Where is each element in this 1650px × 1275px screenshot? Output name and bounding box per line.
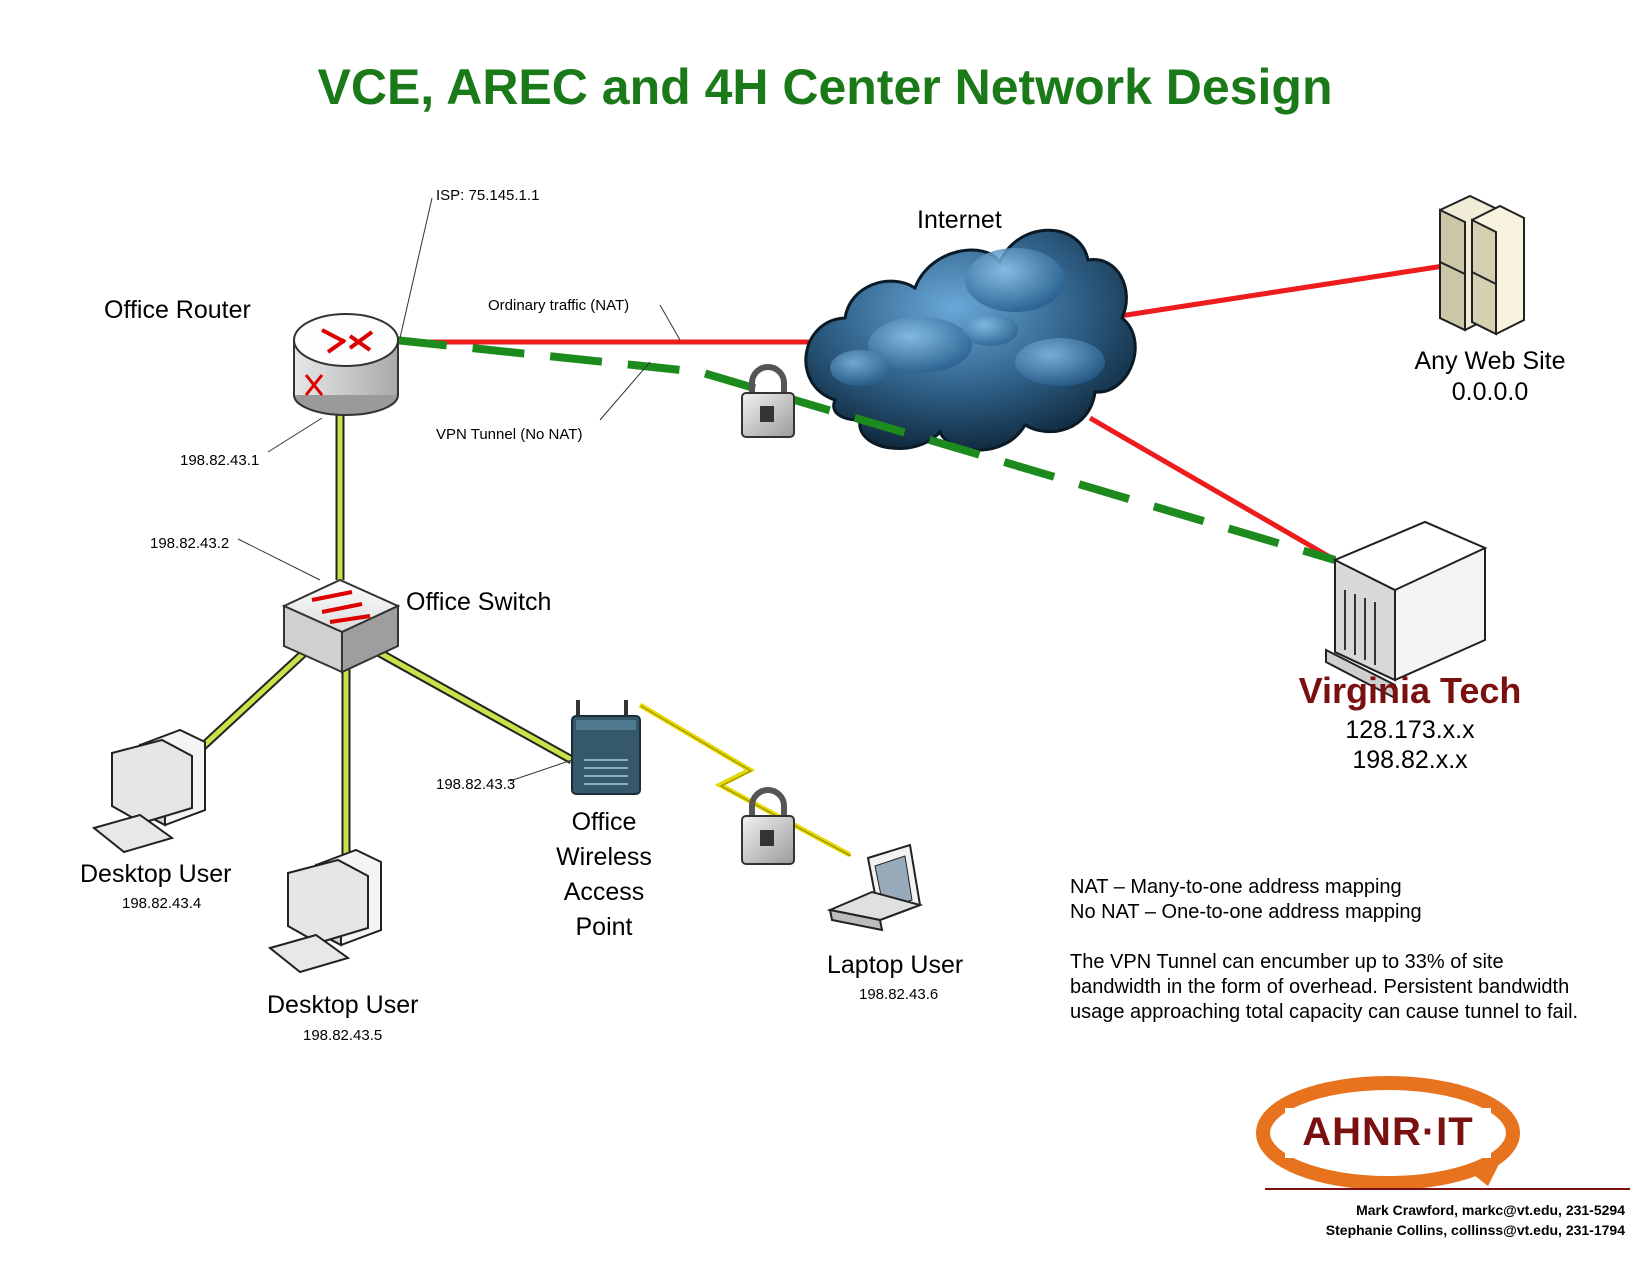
switch-icon [281, 578, 401, 674]
ordinary-traffic-label: Ordinary traffic (NAT) [488, 297, 630, 314]
desktop2-label: Desktop User [267, 991, 419, 1019]
note-vpn-1: The VPN Tunnel can encumber up to 33% of… [1070, 951, 1504, 973]
note-no-nat: No NAT – One-to-one address mapping [1070, 901, 1422, 923]
notes-block: NAT – Many-to-one address mapping No NAT… [1070, 875, 1578, 1025]
website-label: Any Web Site [1414, 347, 1566, 375]
laptop-ip: 198.82.43.6 [859, 986, 939, 1003]
desktop1-ip: 198.82.43.4 [122, 895, 202, 912]
access-point-label: Office Wireless Access Point [556, 808, 652, 941]
vpn-tunnel-line [394, 336, 1337, 564]
server-icon [1439, 194, 1525, 336]
access-point-ip: 198.82.43.3 [436, 776, 516, 793]
switch-label: Office Switch [406, 588, 552, 616]
virginia-tech-label: Virginia Tech [1298, 670, 1522, 711]
switch-ip: 198.82.43.2 [150, 535, 230, 552]
ahnr-it-logo [1256, 1076, 1520, 1190]
isp-label: ISP: 75.145.1.1 [436, 187, 540, 204]
note-vpn-2: bandwidth in the form of overhead. Persi… [1070, 976, 1570, 998]
laptop-icon [826, 843, 924, 932]
wireless-lock-icon [741, 787, 795, 865]
virginia-tech-ip1: 128.173.x.x [1345, 716, 1475, 744]
router-label: Office Router [104, 296, 251, 324]
building-icon [1325, 520, 1488, 700]
desktop2-ip: 198.82.43.5 [303, 1027, 383, 1044]
vpn-lock-icon [741, 364, 795, 438]
virginia-tech-ip2: 198.82.x.x [1352, 746, 1468, 774]
internet-label: Internet [917, 206, 1002, 234]
website-ip: 0.0.0.0 [1451, 378, 1529, 406]
credit-line-1: Mark Crawford, markc@vt.edu, 231-5294 [1356, 1202, 1625, 1218]
laptop-label: Laptop User [827, 951, 964, 979]
router-ip: 198.82.43.1 [180, 452, 260, 469]
internet-links [395, 262, 1451, 563]
logo-text: AHNR·IT [1302, 1110, 1474, 1154]
cloud-icon [804, 228, 1137, 452]
page-title: VCE, AREC and 4H Center Network Design [317, 59, 1333, 115]
lan-links [182, 410, 575, 862]
desktop-computer-icon [267, 848, 382, 974]
wireless-ap-icon [571, 700, 641, 795]
credits: Mark Crawford, markc@vt.edu, 231-5294 St… [1180, 1200, 1625, 1240]
note-vpn-3: usage approaching total capacity can cau… [1070, 1001, 1579, 1023]
desktop-computer-icon [91, 728, 206, 854]
note-nat: NAT – Many-to-one address mapping [1070, 876, 1402, 898]
vpn-tunnel-label: VPN Tunnel (No NAT) [436, 426, 583, 443]
router-icon [293, 313, 399, 416]
credit-line-2: Stephanie Collins, collinss@vt.edu, 231-… [1325, 1222, 1625, 1238]
leader-lines [237, 197, 681, 782]
desktop1-label: Desktop User [80, 860, 232, 888]
